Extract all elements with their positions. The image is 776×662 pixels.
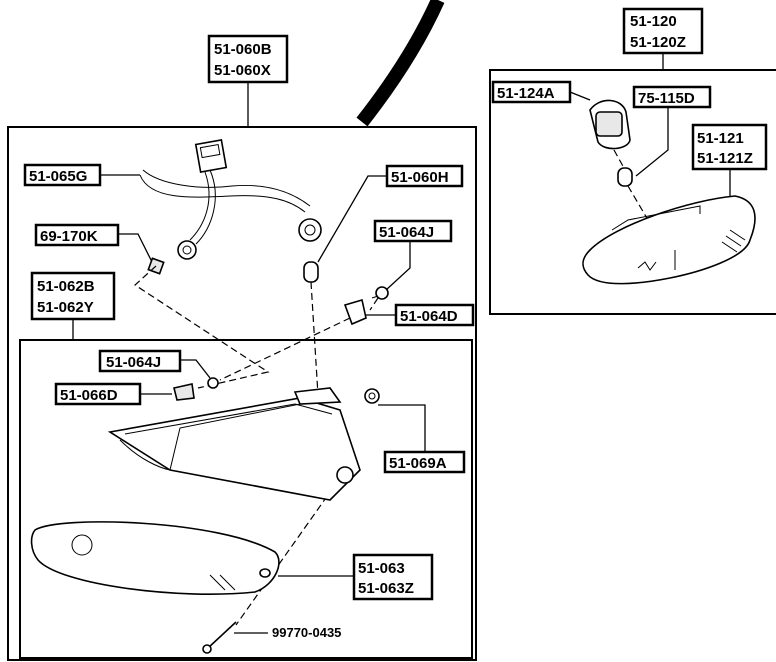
bulb-51-060H <box>303 261 319 283</box>
label-side-assembly: 51-120 51-120Z <box>622 7 704 70</box>
svg-text:51-063: 51-063 <box>358 560 405 577</box>
label-bracket-upper: 51-064D <box>365 303 475 327</box>
screw-lower <box>207 377 219 389</box>
label-nut: 51-069A <box>378 404 466 474</box>
side-socket-51-124A <box>589 99 631 150</box>
svg-text:99770-0435: 99770-0435 <box>272 625 341 640</box>
svg-text:51-060X: 51-060X <box>214 62 271 79</box>
lens-housing-frame <box>19 339 473 659</box>
label-long-screw: 99770-0435 <box>234 625 341 640</box>
side-assembly-lines <box>613 149 649 221</box>
svg-text:51-064J: 51-064J <box>106 354 161 371</box>
label-main-assembly: 51-060B 51-060X <box>207 34 289 127</box>
label-side-lens: 51-121 51-121Z <box>691 123 768 196</box>
svg-text:51-063Z: 51-063Z <box>358 580 414 597</box>
svg-text:51-062B: 51-062B <box>37 278 95 295</box>
screw-upper <box>371 286 389 300</box>
svg-text:51-120Z: 51-120Z <box>630 34 686 51</box>
svg-text:51-064J: 51-064J <box>379 224 434 241</box>
svg-text:75-115D: 75-115D <box>638 90 695 107</box>
svg-text:51-062Y: 51-062Y <box>37 299 94 316</box>
svg-text:51-064D: 51-064D <box>400 308 458 325</box>
label-clip: 69-170K <box>34 223 153 263</box>
label-harness: 51-065G <box>23 163 140 187</box>
side-assembly-frame <box>489 69 776 315</box>
svg-text:51-121Z: 51-121Z <box>697 150 753 167</box>
label-lens: 51-063 51-063Z <box>278 553 434 601</box>
label-lens-housing: 51-062B 51-062Y <box>30 271 116 340</box>
bracket-lower <box>173 383 195 401</box>
svg-text:51-066D: 51-066D <box>60 387 118 404</box>
svg-text:51-120: 51-120 <box>630 13 677 30</box>
nut-51-069A <box>364 388 380 404</box>
main-assembly-frame <box>7 126 477 661</box>
decorative-curve <box>356 0 445 127</box>
assembly-lines <box>134 265 379 626</box>
lens-51-063 <box>30 521 280 595</box>
screw-long <box>202 621 237 654</box>
svg-text:51-124A: 51-124A <box>497 85 555 102</box>
label-side-socket: 51-124A <box>491 80 591 104</box>
bracket-upper <box>343 298 367 326</box>
svg-text:69-170K: 69-170K <box>40 228 98 245</box>
wire-harness <box>139 139 322 260</box>
svg-text:51-060H: 51-060H <box>391 169 449 186</box>
svg-text:51-060B: 51-060B <box>214 41 272 58</box>
side-bulb-75-115D <box>617 167 633 187</box>
label-bracket-lower: 51-066D <box>54 382 172 406</box>
svg-text:51-065G: 51-065G <box>29 168 87 185</box>
label-screw-lower: 51-064J <box>98 349 211 379</box>
label-screw-upper: 51-064J <box>373 219 453 291</box>
lamp-housing <box>107 387 361 501</box>
svg-text:51-121: 51-121 <box>697 130 744 147</box>
svg-text:51-069A: 51-069A <box>389 455 447 472</box>
label-side-bulb: 75-115D <box>632 85 712 177</box>
label-bulb-socket: 51-060H <box>317 164 464 263</box>
side-lens-51-121 <box>582 195 756 285</box>
